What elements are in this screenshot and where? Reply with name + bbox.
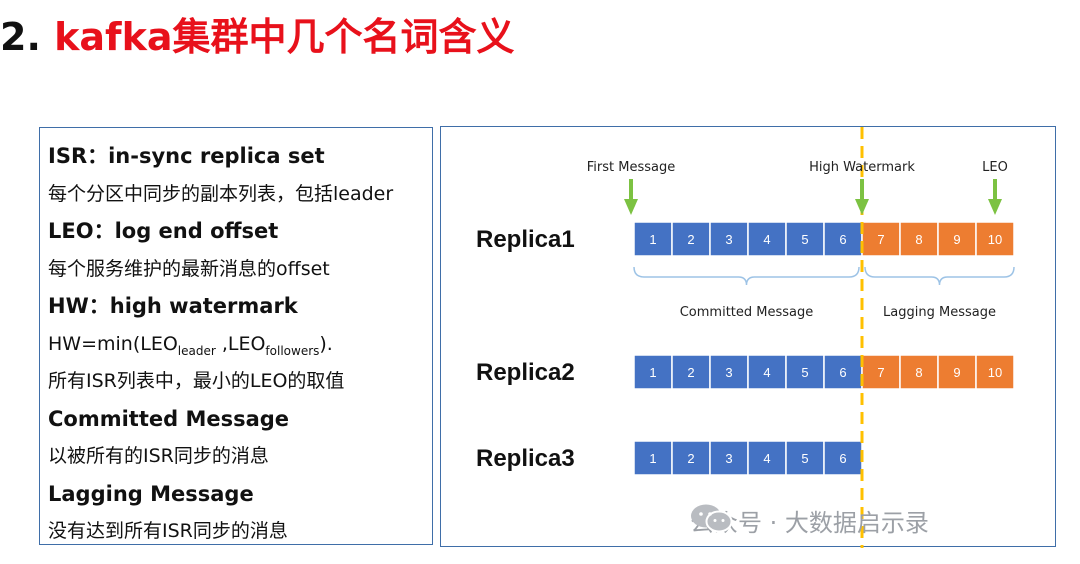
first-message-arrow-icon xyxy=(624,199,638,215)
message-box xyxy=(671,221,711,257)
replica-label-2: Replica2 xyxy=(476,359,575,386)
message-number: 1 xyxy=(649,365,656,380)
message-box xyxy=(709,221,749,257)
message-box xyxy=(633,440,673,476)
def-formula-hw: HW=min(LEOleader ,LEOfollowers). xyxy=(48,326,432,364)
replica-label-1: Replica1 xyxy=(476,226,575,253)
high-watermark-arrow-icon xyxy=(855,199,869,215)
message-box xyxy=(785,221,825,257)
message-number: 1 xyxy=(649,232,656,247)
message-number: 9 xyxy=(953,365,960,380)
def-term-lagging: Lagging Message xyxy=(48,481,254,506)
committed-message-label: Committed Message xyxy=(680,305,814,320)
message-number: 10 xyxy=(988,232,1002,247)
message-number: 5 xyxy=(801,232,808,247)
message-box xyxy=(671,354,711,390)
formula-sub-leader: leader xyxy=(177,343,216,358)
message-number: 4 xyxy=(763,232,770,247)
def-term-leo: LEO：log end offset xyxy=(48,219,279,243)
message-box xyxy=(671,440,711,476)
def-term-isr: ISR：in-sync replica set xyxy=(48,144,325,168)
message-number: 7 xyxy=(877,365,884,380)
message-number: 9 xyxy=(953,232,960,247)
replica-label-3: Replica3 xyxy=(476,445,575,472)
title-text: kafka集群中几个名词含义 xyxy=(54,15,515,59)
message-number: 6 xyxy=(839,232,846,247)
message-number: 1 xyxy=(649,451,656,466)
message-box xyxy=(709,440,749,476)
leo-arrow-icon xyxy=(988,199,1002,215)
high-watermark-arrow-shaft xyxy=(860,179,864,201)
message-number: 5 xyxy=(801,365,808,380)
message-number: 3 xyxy=(725,365,732,380)
message-number: 6 xyxy=(839,365,846,380)
def-desc-leo: 每个服务维护的最新消息的offset xyxy=(48,257,330,280)
formula-sub-followers: followers xyxy=(265,343,320,358)
message-number: 6 xyxy=(839,451,846,466)
message-box xyxy=(785,440,825,476)
high-watermark-label: High Watermark xyxy=(809,160,915,175)
message-box xyxy=(709,354,749,390)
first-message-label: First Message xyxy=(587,160,675,175)
leo-label: LEO xyxy=(982,160,1008,175)
message-box xyxy=(899,221,939,257)
message-box xyxy=(861,221,901,257)
message-box xyxy=(861,354,901,390)
message-number: 5 xyxy=(801,451,808,466)
message-number: 3 xyxy=(725,232,732,247)
lagging-message-label: Lagging Message xyxy=(883,305,996,320)
message-number: 2 xyxy=(687,365,694,380)
lagging-brace xyxy=(864,266,1015,286)
wechat-icon xyxy=(691,504,733,533)
message-number: 2 xyxy=(687,232,694,247)
def-desc-committed: 以被所有的ISR同步的消息 xyxy=(48,445,269,467)
message-box xyxy=(975,221,1015,257)
message-box xyxy=(823,354,863,390)
formula-suffix: ). xyxy=(319,332,333,355)
formula-prefix: HW=min(LEO xyxy=(48,332,178,355)
message-box xyxy=(975,354,1015,390)
def-term-hw: HW：high watermark xyxy=(48,294,298,318)
message-number: 2 xyxy=(687,451,694,466)
def-desc-lagging: 没有达到所有ISR同步的消息 xyxy=(48,520,288,542)
watermark: 公众号 · 大数据启示录 xyxy=(690,503,929,538)
def-desc-isr: 每个分区中同步的副本列表，包括leader xyxy=(48,182,394,205)
message-box xyxy=(937,221,977,257)
title-number: 2. xyxy=(0,15,41,59)
first-message-arrow-shaft xyxy=(629,179,633,201)
message-box xyxy=(747,354,787,390)
def-desc-hw: 所有ISR列表中，最小的LEO的取值 xyxy=(48,370,345,392)
message-number: 8 xyxy=(915,365,922,380)
message-number: 8 xyxy=(915,232,922,247)
message-box xyxy=(633,221,673,257)
leo-arrow-shaft xyxy=(993,179,997,201)
committed-brace xyxy=(633,266,860,286)
message-number: 3 xyxy=(725,451,732,466)
message-number: 4 xyxy=(763,451,770,466)
def-term-committed: Committed Message xyxy=(48,406,290,431)
definitions-panel: ISR：in-sync replica set 每个分区中同步的副本列表，包括l… xyxy=(39,127,433,545)
formula-mid: ,LEO xyxy=(215,332,266,355)
page-title: 2. kafka集群中几个名词含义 xyxy=(0,6,515,61)
message-box xyxy=(823,221,863,257)
message-number: 10 xyxy=(988,365,1002,380)
message-number: 4 xyxy=(763,365,770,380)
message-number: 7 xyxy=(877,232,884,247)
message-box xyxy=(937,354,977,390)
